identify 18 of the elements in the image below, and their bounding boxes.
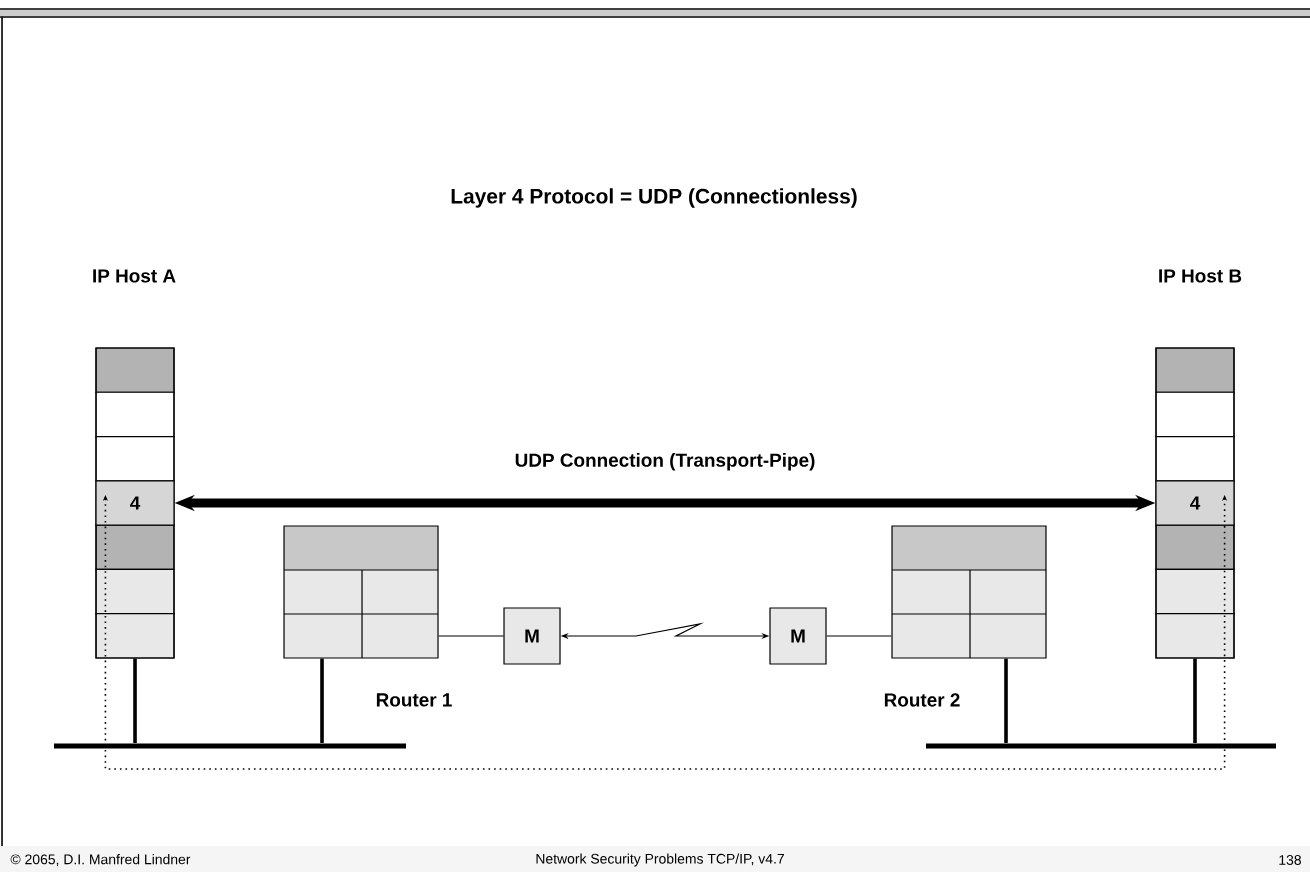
network-bus (54, 743, 406, 749)
connector (826, 635, 892, 637)
connector (1004, 658, 1008, 743)
connector (320, 658, 324, 743)
network-bus (926, 743, 1276, 749)
connector (438, 635, 504, 637)
modem-box: M (769, 607, 827, 665)
connector (133, 658, 137, 743)
router-label: Router 1 (376, 693, 452, 707)
layer-cell: 4 (1155, 480, 1235, 526)
title: Layer 4 Protocol = UDP (Connectionless) (451, 188, 857, 208)
router-label: Router 2 (884, 693, 960, 707)
host-label: IP Host A (93, 269, 176, 283)
connector (1193, 658, 1197, 743)
layer-cell: 4 (95, 480, 175, 526)
edge-label: UDP Connection (Transport-Pipe) (515, 452, 815, 471)
host-label: IP Host B (1159, 269, 1242, 283)
modem-box: M (503, 607, 561, 665)
